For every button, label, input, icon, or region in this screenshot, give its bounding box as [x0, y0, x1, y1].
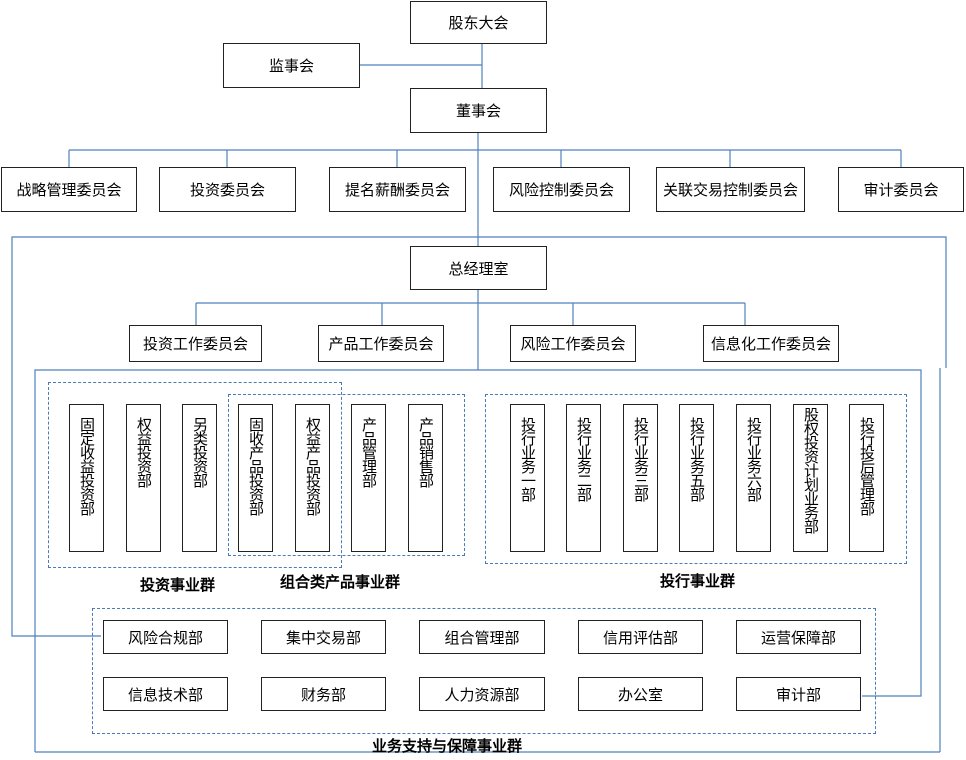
dept-finance: 财务部: [261, 677, 386, 711]
board-committee-strategy: 战略管理委员会: [1, 167, 137, 212]
general-manager-office-box: 总经理室: [410, 246, 547, 290]
shareholders-meeting-box: 股东大会: [410, 1, 547, 44]
investment-group-label: 投资事业群: [140, 576, 216, 594]
investment-group-frame: [48, 382, 342, 568]
gm-committee-it: 信息化工作委员会: [703, 325, 839, 362]
board-committee-investment: 投资委员会: [159, 167, 296, 212]
dept-fixed-income-product: 固收产品投资部: [238, 404, 273, 552]
dept-product-sales: 产品销售部: [408, 404, 443, 552]
dept-ib-3: 投行业务三部: [623, 404, 658, 552]
gm-committee-product: 产品工作委员会: [318, 325, 444, 362]
dept-product-management: 产品管理部: [351, 404, 386, 552]
support-group-frame: [92, 608, 876, 734]
ib-group-frame: [485, 394, 907, 564]
dept-portfolio-management: 组合管理部: [419, 620, 545, 654]
ib-group-label: 投行事业群: [660, 572, 736, 590]
board-of-directors-box: 董事会: [410, 88, 547, 133]
dept-central-trading: 集中交易部: [261, 620, 386, 654]
dept-information-technology: 信息技术部: [103, 677, 228, 711]
dept-fixed-income: 固定收益投资部: [69, 404, 104, 552]
dept-ib-1: 投行业务一部: [510, 404, 545, 552]
dept-alternative-investment: 另类投资部: [182, 404, 217, 552]
board-committee-audit: 审计委员会: [838, 167, 964, 212]
portfolio-group-frame: [228, 394, 465, 556]
support-group-label: 业务支持与保障事业群: [372, 737, 523, 755]
board-committee-risk: 风险控制委员会: [493, 167, 630, 212]
board-committee-related-party: 关联交易控制委员会: [656, 167, 805, 212]
gm-committee-risk: 风险工作委员会: [510, 325, 636, 362]
dept-ib-post-investment: 投行投后管理部: [849, 404, 884, 552]
dept-risk-compliance: 风险合规部: [103, 620, 228, 654]
supervisory-board-box: 监事会: [223, 43, 360, 88]
dept-equity-product: 权益产品投资部: [295, 404, 330, 552]
gm-committee-investment: 投资工作委员会: [129, 325, 262, 362]
dept-human-resources: 人力资源部: [419, 677, 545, 711]
dept-audit: 审计部: [736, 677, 861, 711]
dept-ib-2: 投行业务二部: [566, 404, 601, 552]
dept-ib-6: 投行业务六部: [736, 404, 771, 552]
dept-equity-investment: 权益投资部: [126, 404, 161, 552]
dept-ib-5: 投行业务五部: [679, 404, 714, 552]
dept-credit-assessment: 信用评估部: [578, 620, 703, 654]
dept-operations-support: 运营保障部: [736, 620, 861, 654]
dept-office: 办公室: [578, 677, 703, 711]
board-committee-nomination: 提名薪酬委员会: [329, 167, 466, 212]
portfolio-group-label: 组合类产品事业群: [280, 573, 401, 591]
dept-equity-investment-plan: 股权投资计划业务部: [793, 404, 828, 552]
